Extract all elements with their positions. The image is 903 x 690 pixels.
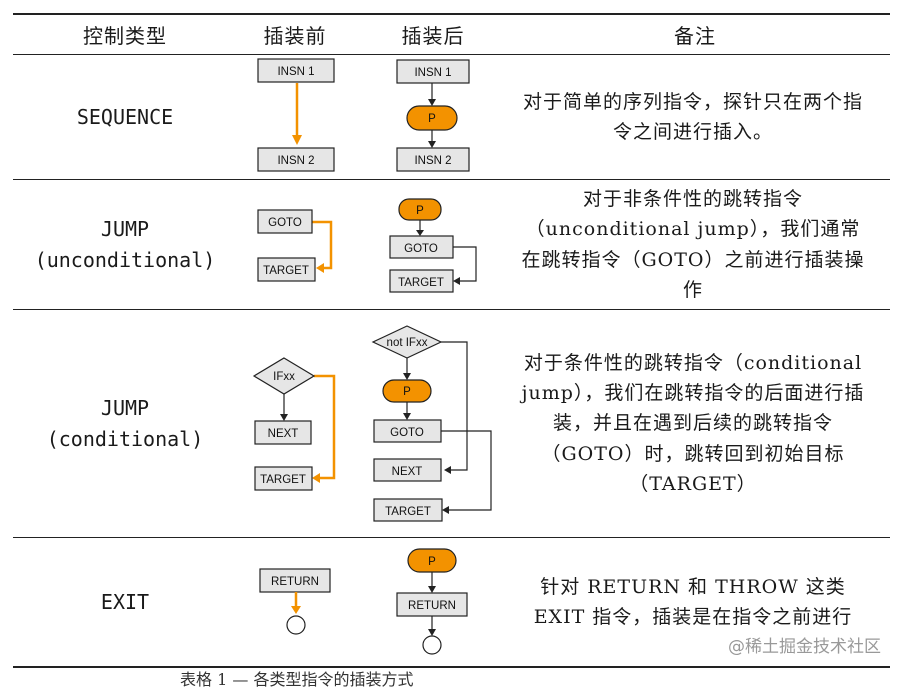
goto-box: GOTO — [404, 243, 438, 255]
header-control-type: 控制类型 — [83, 23, 167, 48]
note-text: 针对 RETURN 和 THROW 这类 EXIT 指令，插装是在指令之前进行 — [533, 575, 853, 628]
target-box: TARGET — [263, 265, 309, 277]
jump-cond-after-diagram: not IFxx P GOTO NEXT TARGET — [371, 325, 492, 522]
note-text: 对于条件性的跳转指令（conditional jump），我们在跳转指令的后面进… — [521, 352, 865, 495]
next-box: NEXT — [392, 466, 423, 478]
row-sequence-type: SEQUENCE — [30, 55, 220, 179]
table-top-rule — [13, 13, 890, 15]
jump-uncond-note: 对于非条件性的跳转指令（unconditional jump），我们通常在跳转指… — [518, 180, 868, 309]
goto-box: GOTO — [268, 217, 302, 229]
jump-cond-before-diagram: IFxx NEXT TARGET — [252, 357, 336, 491]
probe-node: P — [428, 556, 436, 568]
watermark: @稀土掘金技术社区 — [728, 637, 881, 657]
note-text: 对于简单的序列指令，探针只在两个指令之间进行插入。 — [522, 90, 863, 143]
control-type-label: SEQUENCE — [76, 104, 174, 129]
target-box: TARGET — [398, 277, 444, 289]
control-type-label: JUMP — [100, 216, 150, 241]
header-rule — [13, 54, 890, 55]
control-type-label: EXIT — [100, 589, 150, 614]
sequence-after-diagram: INSN 1 P INSN 2 — [396, 59, 470, 172]
note-text: 对于非条件性的跳转指令（unconditional jump），我们通常在跳转指… — [521, 188, 865, 301]
sequence-note: 对于简单的序列指令，探针只在两个指令之间进行插入。 — [518, 55, 868, 179]
jump-uncond-before-diagram: GOTO TARGET — [257, 209, 333, 282]
row-rule — [13, 537, 890, 538]
target-box: TARGET — [260, 474, 306, 486]
return-box: RETURN — [271, 576, 319, 588]
insn1-box: INSN 1 — [277, 66, 314, 78]
table-caption: 表格 1 — 各类型指令的插装方式 — [180, 670, 414, 689]
jump-cond-note: 对于条件性的跳转指令（conditional jump），我们在跳转指令的后面进… — [518, 310, 868, 537]
probe-node: P — [428, 113, 436, 125]
row-rule — [13, 309, 890, 310]
insn1-box: INSN 1 — [414, 67, 451, 79]
table-bottom-rule — [13, 666, 890, 668]
target-box: TARGET — [385, 506, 431, 518]
header-after: 插装后 — [401, 23, 465, 48]
exit-note: 针对 RETURN 和 THROW 这类 EXIT 指令，插装是在指令之前进行 — [518, 538, 868, 666]
return-box: RETURN — [408, 600, 456, 612]
probe-node: P — [416, 205, 424, 217]
insn2-box: INSN 2 — [414, 155, 451, 167]
goto-box: GOTO — [390, 427, 424, 439]
jump-uncond-after-diagram: P GOTO TARGET — [389, 198, 477, 293]
condition-diamond: not IFxx — [387, 337, 428, 349]
condition-diamond: IFxx — [273, 371, 295, 383]
control-type-label: JUMP — [100, 395, 150, 420]
exit-terminal — [422, 635, 442, 655]
header-notes: 备注 — [674, 23, 716, 48]
next-box: NEXT — [268, 428, 299, 440]
control-type-sublabel: (conditional) — [46, 426, 204, 451]
exit-terminal — [286, 615, 306, 635]
insn2-box: INSN 2 — [277, 155, 314, 167]
row-exit-type: EXIT — [30, 538, 220, 666]
probe-node: P — [403, 386, 411, 398]
exit-before-diagram: RETURN — [259, 568, 331, 635]
exit-after-diagram: P RETURN — [396, 548, 468, 655]
row-jump-unconditional-type: JUMP (unconditional) — [30, 180, 220, 309]
sequence-before-diagram: INSN 1 INSN 2 — [257, 58, 335, 172]
row-jump-conditional-type: JUMP (conditional) — [30, 310, 220, 537]
header-before: 插装前 — [263, 23, 327, 48]
control-type-sublabel: (unconditional) — [34, 247, 216, 272]
row-rule — [13, 179, 890, 180]
